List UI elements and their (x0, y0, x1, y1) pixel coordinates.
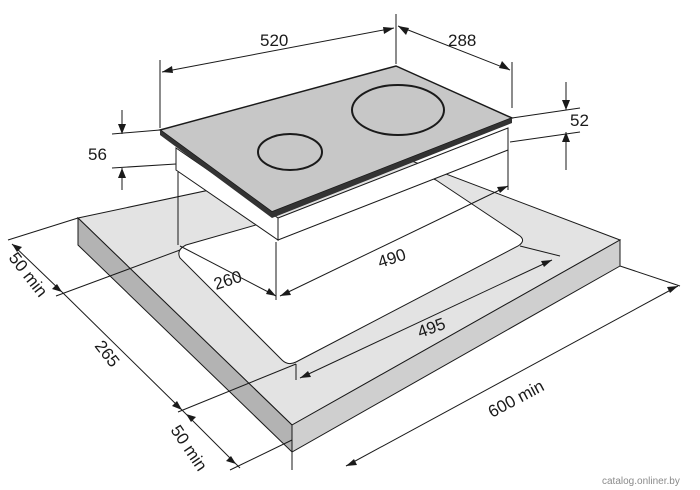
label-hob-width: 520 (260, 31, 288, 50)
label-hob-height: 52 (570, 111, 589, 130)
label-hob-depth: 288 (448, 31, 476, 50)
hob-cooking-zone-small (257, 133, 323, 171)
watermark: catalog.onliner.by (602, 476, 680, 487)
label-worktop-width: 600 min (485, 376, 547, 421)
label-front-clearance: 50 min (167, 422, 211, 475)
label-front-depth: 265 (91, 337, 123, 371)
label-hob-body-height: 56 (88, 145, 107, 164)
hob-cooking-zone-large (351, 84, 445, 136)
hob-glass-edge-side (272, 118, 512, 218)
hob-glass-edge (160, 130, 272, 218)
dimension-lines (7, 14, 681, 471)
